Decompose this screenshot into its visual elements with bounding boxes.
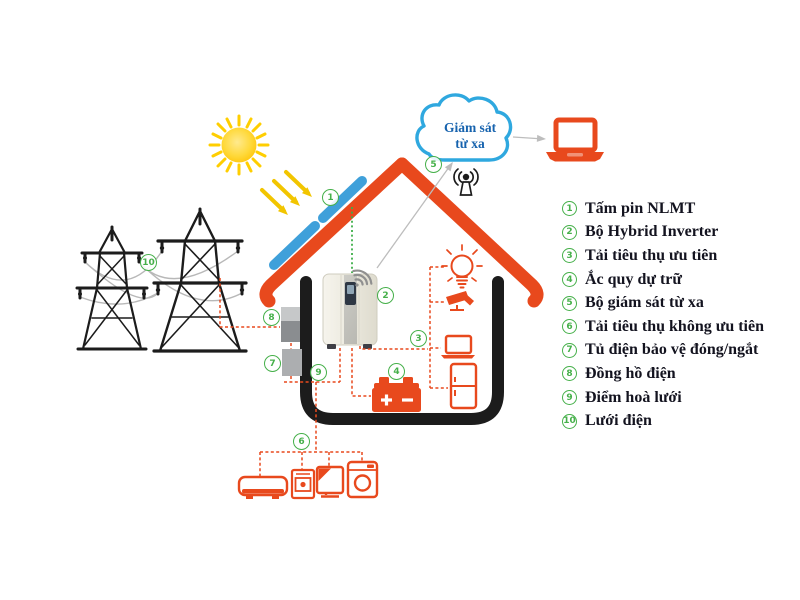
diagram-marker-10: 10 bbox=[140, 254, 157, 271]
diagram-marker-6: 6 bbox=[293, 433, 310, 450]
diagram-marker-7: 7 bbox=[264, 355, 281, 372]
legend-label: Tải tiêu thụ không ưu tiên bbox=[585, 317, 764, 335]
legend-number-icon: 1 bbox=[562, 201, 577, 217]
legend-item-5: 5 Bộ giám sát từ xa bbox=[562, 291, 764, 315]
legend-label: Bộ Hybrid Inverter bbox=[585, 223, 719, 241]
house-roof bbox=[259, 157, 544, 308]
legend-label: Ắc quy dự trữ bbox=[585, 270, 682, 288]
monitor-link-lines bbox=[376, 134, 546, 269]
legend-item-2: 2 Bộ Hybrid Inverter bbox=[562, 221, 764, 245]
electric-meter bbox=[281, 307, 300, 342]
microwave-icon bbox=[290, 468, 316, 500]
pylon-large bbox=[152, 207, 248, 353]
legend-label: Tủ điện bảo vệ đóng/ngắt bbox=[585, 341, 759, 359]
legend-number-icon: 10 bbox=[562, 413, 577, 429]
cctv-camera-icon bbox=[446, 291, 474, 311]
legend-number-icon: 6 bbox=[562, 319, 577, 335]
legend-number-icon: 3 bbox=[562, 248, 577, 264]
wifi-signal-icon bbox=[352, 269, 373, 287]
sunlight-arrows bbox=[260, 170, 312, 215]
diagram-marker-2: 2 bbox=[377, 287, 394, 304]
legend-label: Tấm pin NLMT bbox=[585, 199, 696, 217]
legend-item-7: 7 Tủ điện bảo vệ đóng/ngắt bbox=[562, 339, 764, 363]
legend-item-8: 8 Đồng hồ điện bbox=[562, 362, 764, 386]
cloud-shape bbox=[415, 93, 513, 162]
legend-item-4: 4 Ắc quy dự trữ bbox=[562, 268, 764, 292]
antenna-icon bbox=[453, 168, 479, 196]
legend-number-icon: 5 bbox=[562, 295, 577, 311]
cloud-label-line2: từ xa bbox=[455, 135, 485, 151]
sun-icon bbox=[208, 114, 270, 176]
fridge-icon bbox=[449, 362, 478, 410]
cloud-label-line1: Giám sát bbox=[443, 120, 497, 135]
tv-icon bbox=[315, 465, 345, 498]
house-walls bbox=[300, 276, 504, 425]
pylon-small bbox=[75, 225, 149, 351]
protection-cabinet bbox=[282, 349, 302, 376]
legend-item-3: 3 Tải tiêu thụ ưu tiên bbox=[562, 244, 764, 268]
legend-number-icon: 2 bbox=[562, 224, 577, 240]
solar-panel bbox=[269, 176, 367, 270]
diagram-marker-1: 1 bbox=[322, 189, 339, 206]
legend-label: Điểm hoà lưới bbox=[585, 388, 682, 406]
legend-item-6: 6 Tải tiêu thụ không ưu tiên bbox=[562, 315, 764, 339]
hybrid-inverter bbox=[322, 273, 378, 349]
diagram-marker-4: 4 bbox=[388, 363, 405, 380]
legend-label: Bộ giám sát từ xa bbox=[585, 294, 704, 312]
legend-item-9: 9 Điểm hoà lưới bbox=[562, 386, 764, 410]
legend-number-icon: 9 bbox=[562, 390, 577, 406]
laptop-icon bbox=[441, 334, 475, 359]
diagram-marker-8: 8 bbox=[263, 309, 280, 326]
lightbulb-icon bbox=[441, 244, 483, 289]
legend-number-icon: 7 bbox=[562, 342, 577, 358]
legend-number-icon: 4 bbox=[562, 272, 577, 288]
diagram-marker-9: 9 bbox=[310, 364, 327, 381]
legend-label: Lưới điện bbox=[585, 412, 652, 430]
connection-dashed-lines bbox=[219, 266, 448, 476]
diagram-marker-3: 3 bbox=[410, 330, 427, 347]
legend-item-1: 1 Tấm pin NLMT bbox=[562, 197, 764, 221]
air-conditioner-icon bbox=[237, 475, 289, 499]
remote-laptop-icon bbox=[546, 117, 604, 162]
legend-item-10: 10 Lưới điện bbox=[562, 409, 764, 433]
legend-number-icon: 8 bbox=[562, 366, 577, 382]
legend-label: Tải tiêu thụ ưu tiên bbox=[585, 246, 718, 264]
legend-label: Đồng hồ điện bbox=[585, 364, 676, 382]
washing-machine-icon bbox=[346, 460, 379, 499]
diagram-marker-5: 5 bbox=[425, 156, 442, 173]
battery-icon bbox=[372, 377, 421, 412]
cloud-label: Giám sát từ xa bbox=[431, 120, 509, 151]
